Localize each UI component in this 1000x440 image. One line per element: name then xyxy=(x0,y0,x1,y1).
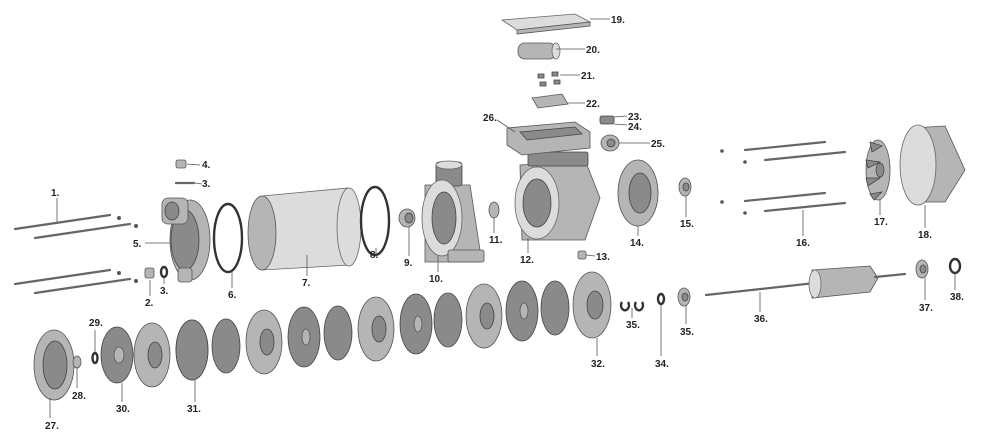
label-30: 30. xyxy=(116,404,130,415)
label-17: 17. xyxy=(874,217,888,228)
label-12: 12. xyxy=(520,255,534,266)
part-3-washer xyxy=(159,265,169,279)
part-37-bearing xyxy=(915,259,929,279)
label-34: 34. xyxy=(655,359,669,370)
label-2: 2. xyxy=(145,298,154,309)
label-15: 15. xyxy=(680,219,694,230)
part-12-motor-housing xyxy=(514,151,601,241)
label-19: 19. xyxy=(611,15,625,26)
label-21: 21. xyxy=(581,71,595,82)
label-14: 14. xyxy=(630,238,644,249)
part-13-screw xyxy=(577,250,587,260)
label-7: 7. xyxy=(302,278,311,289)
label-4: 4. xyxy=(202,160,211,171)
label-18: 18. xyxy=(918,230,932,241)
label-13: 13. xyxy=(596,252,610,263)
part-30-impeller xyxy=(100,326,134,384)
part-16-tie-rods xyxy=(720,140,847,215)
label-11: 11. xyxy=(489,235,503,246)
part-25-cable-gland xyxy=(600,134,620,152)
part-31-diffuser xyxy=(175,319,209,381)
label-36: 36. xyxy=(754,314,768,325)
label-23: 23. xyxy=(628,112,642,123)
part-35-circlips xyxy=(619,301,645,312)
label-22: 22. xyxy=(586,99,600,110)
part-11-seal xyxy=(488,201,500,219)
label-26: 26. xyxy=(483,113,497,124)
part-34-spacer xyxy=(656,292,666,306)
part-15-bearing xyxy=(678,177,692,197)
part-8-o-ring xyxy=(359,185,391,257)
label-3: 3. xyxy=(160,286,169,297)
label-37: 37. xyxy=(919,303,933,314)
label-8: 8. xyxy=(370,250,379,261)
label-38: 38. xyxy=(950,292,964,303)
label-27: 27. xyxy=(45,421,59,432)
part-20-capacitor xyxy=(517,42,561,60)
part-6-o-ring xyxy=(212,202,244,274)
part-7-outer-sleeve xyxy=(247,187,362,271)
part-2-plug xyxy=(144,267,155,279)
part-29-washer xyxy=(91,351,99,365)
part-18-fan-cover xyxy=(899,124,966,206)
label-31: 31. xyxy=(187,404,201,415)
part-4-bolt xyxy=(175,159,187,169)
part-38-wave-washer xyxy=(948,257,962,275)
part-23-24-gland xyxy=(599,115,615,125)
part-19-terminal-cover xyxy=(500,13,592,35)
part-28-nut xyxy=(72,355,82,369)
part-27-base-cover xyxy=(33,329,75,401)
part-labels: 1. 2. 3. 4. 3. 5. 6. 7. 8. 9. 10. 11. 12… xyxy=(45,15,964,432)
label-6: 6. xyxy=(228,290,237,301)
label-32: 32. xyxy=(591,359,605,370)
label-29: 29. xyxy=(89,318,103,329)
part-35b-bearing xyxy=(677,287,691,307)
part-26-terminal-box xyxy=(506,121,591,156)
label-24: 24. xyxy=(628,122,642,133)
label-5: 5. xyxy=(133,239,142,250)
part-10-discharge-casing xyxy=(421,160,485,263)
part-22-terminal-block xyxy=(531,93,569,109)
label-3b: 3. xyxy=(202,179,211,190)
label-20: 20. xyxy=(586,45,600,56)
label-35b: 35. xyxy=(680,327,694,338)
leader-lines xyxy=(49,18,956,418)
part-9-adapter xyxy=(398,208,416,228)
part-5-inlet-casing xyxy=(161,197,211,283)
label-35a: 35. xyxy=(626,320,640,331)
label-16: 16. xyxy=(796,238,810,249)
part-21-terminal-screws xyxy=(537,71,561,87)
label-9: 9. xyxy=(404,258,413,269)
label-25: 25. xyxy=(651,139,665,150)
part-36-rotor-shaft xyxy=(704,265,907,299)
part-32-last-chamber xyxy=(572,271,612,339)
part-1-tie-rods xyxy=(13,213,138,295)
part-17-fan xyxy=(865,139,891,201)
label-10: 10. xyxy=(429,274,443,285)
part-14-end-shield xyxy=(617,159,659,227)
label-28: 28. xyxy=(72,391,86,402)
label-1: 1. xyxy=(51,188,60,199)
